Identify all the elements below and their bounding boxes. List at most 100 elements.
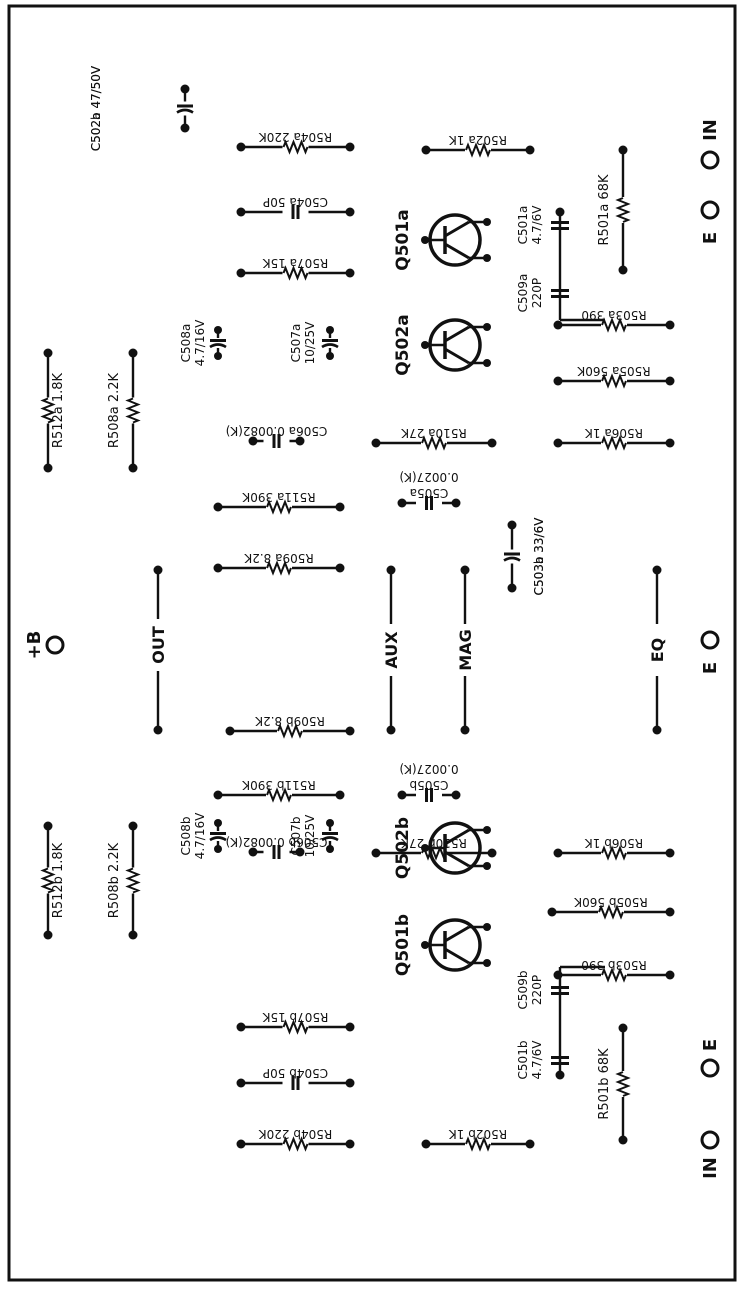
resistor-r508a-label: R508a 2.2K xyxy=(107,372,122,448)
resistor-r507b xyxy=(236,1019,355,1035)
gap xyxy=(177,101,193,116)
gap xyxy=(263,844,290,860)
resistor-body xyxy=(421,435,447,451)
transistor-q502b-label: Q502b xyxy=(393,817,413,879)
resistor-r509a xyxy=(213,560,345,576)
gap xyxy=(416,787,442,803)
transistor-lead xyxy=(444,220,470,238)
capacitor-c509a-value: 220P xyxy=(530,278,544,308)
pad-ring xyxy=(700,1130,720,1150)
capacitor-c505a xyxy=(397,495,461,511)
solder-pad xyxy=(483,862,491,870)
capacitor-plate xyxy=(322,339,338,342)
resistor-r502b-label: R502b 1K xyxy=(448,1127,507,1141)
resistor-r503b-label: R503b 390 xyxy=(581,958,647,972)
resistor-r511b-label: R511b 390K xyxy=(241,778,316,792)
resistor-r509b-label: R509b 8.2K xyxy=(254,714,325,728)
resistor-body xyxy=(125,397,141,424)
solder-pad xyxy=(483,959,491,967)
capacitor-plate xyxy=(503,556,521,562)
capacitor-plate xyxy=(272,845,276,859)
transistor-q501a xyxy=(421,213,491,267)
resistor-r501a xyxy=(615,145,631,275)
capacitor-plate xyxy=(291,1076,295,1090)
gap xyxy=(148,619,168,671)
capacitor-plate xyxy=(504,552,520,556)
capacitor-c501a-label: C501a xyxy=(516,206,530,245)
terminal-out-label: OUT xyxy=(149,626,168,664)
pad-in-b xyxy=(700,1130,720,1150)
capacitor-plate xyxy=(296,205,300,219)
pad-in-b-label: IN xyxy=(700,1157,721,1179)
transistor-lead xyxy=(444,242,470,260)
gap xyxy=(282,1075,309,1091)
solder-pad xyxy=(483,359,491,367)
resistor-r510b-label: R510b 27K xyxy=(400,836,467,850)
pad-in-a-label: IN xyxy=(700,119,721,141)
resistor-r505b-label: R505b 560K xyxy=(573,895,648,909)
capacitor-c506a-label: C506a 0.0082(K) xyxy=(226,424,328,438)
capacitor-c506a xyxy=(248,433,305,449)
transistor-lead xyxy=(444,850,470,868)
terminal-aux xyxy=(381,565,401,735)
resistor-r506b xyxy=(553,845,675,861)
resistor-r506a xyxy=(553,435,675,451)
terminal-mag-label: MAG xyxy=(456,629,475,670)
transistor-q501b xyxy=(421,918,491,972)
resistor-r511a-label: R511a 390K xyxy=(241,490,315,504)
gap xyxy=(321,338,339,348)
capacitor-c503b-label: C503b 33/6V xyxy=(532,517,546,596)
capacitor-plate xyxy=(277,434,281,448)
gap xyxy=(416,495,442,511)
solder-pad xyxy=(421,941,429,949)
capacitor-c508a-symbol xyxy=(209,326,227,360)
resistor-r506b-label: R506b 1K xyxy=(584,836,643,850)
gap xyxy=(504,549,520,564)
resistor-r503a-label: R503a 390 xyxy=(581,308,646,322)
pad-b-plus-label: +B xyxy=(24,631,45,660)
capacitor-c506b xyxy=(248,844,305,860)
board-outline xyxy=(7,4,737,1282)
resistor-body xyxy=(601,373,627,389)
capacitor-plate xyxy=(277,845,281,859)
capacitor-c504b-label: C504b 50P xyxy=(263,1066,328,1080)
resistor-body xyxy=(266,787,292,803)
capacitor-plate xyxy=(425,496,428,510)
resistor-body xyxy=(282,1019,309,1035)
capacitor-c507b-symbol xyxy=(321,819,339,853)
capacitor-c508a-label: C508a xyxy=(179,324,193,363)
resistor-r502a-label: R502a 1K xyxy=(448,133,507,147)
resistor-body xyxy=(598,904,624,920)
capacitor-c503a-label: C503a 33/6V xyxy=(532,517,546,595)
gap xyxy=(321,831,339,841)
capacitor-c501b-label: C501b xyxy=(516,1041,530,1080)
capacitor-c505b-value: 0.0027(K) xyxy=(399,762,458,776)
capacitor-c507a-label: C507a xyxy=(289,324,303,363)
capacitor-plate xyxy=(177,104,193,108)
resistor-r507a-label: R507a 15K xyxy=(262,256,329,270)
resistor-r510a xyxy=(371,435,497,451)
resistor-r512a xyxy=(40,348,56,473)
eq-network-a xyxy=(555,207,605,322)
capacitor-plate xyxy=(425,788,428,802)
capacitor-plate xyxy=(272,434,276,448)
transistor-lead xyxy=(444,925,470,943)
terminal-eq xyxy=(647,565,667,735)
gap xyxy=(263,433,290,449)
eq-network-b xyxy=(555,965,605,1080)
capacitor-c509b-label: C509b xyxy=(516,971,530,1010)
resistor-r506a-label: R506a 1K xyxy=(584,426,643,440)
resistor-body xyxy=(601,317,627,333)
capacitor-plate xyxy=(430,496,433,510)
resistor-r507a xyxy=(236,265,355,281)
resistor-body xyxy=(40,867,56,894)
resistor-r501a-label: R501a 68K xyxy=(597,174,612,245)
resistor-r505a xyxy=(553,373,675,389)
resistor-body xyxy=(266,499,292,515)
solder-pad xyxy=(421,236,429,244)
transistor-q502a xyxy=(421,318,491,372)
resistor-body xyxy=(601,967,627,983)
resistor-r505a-label: R505a 560K xyxy=(576,364,650,378)
resistor-r504b xyxy=(236,1136,355,1152)
